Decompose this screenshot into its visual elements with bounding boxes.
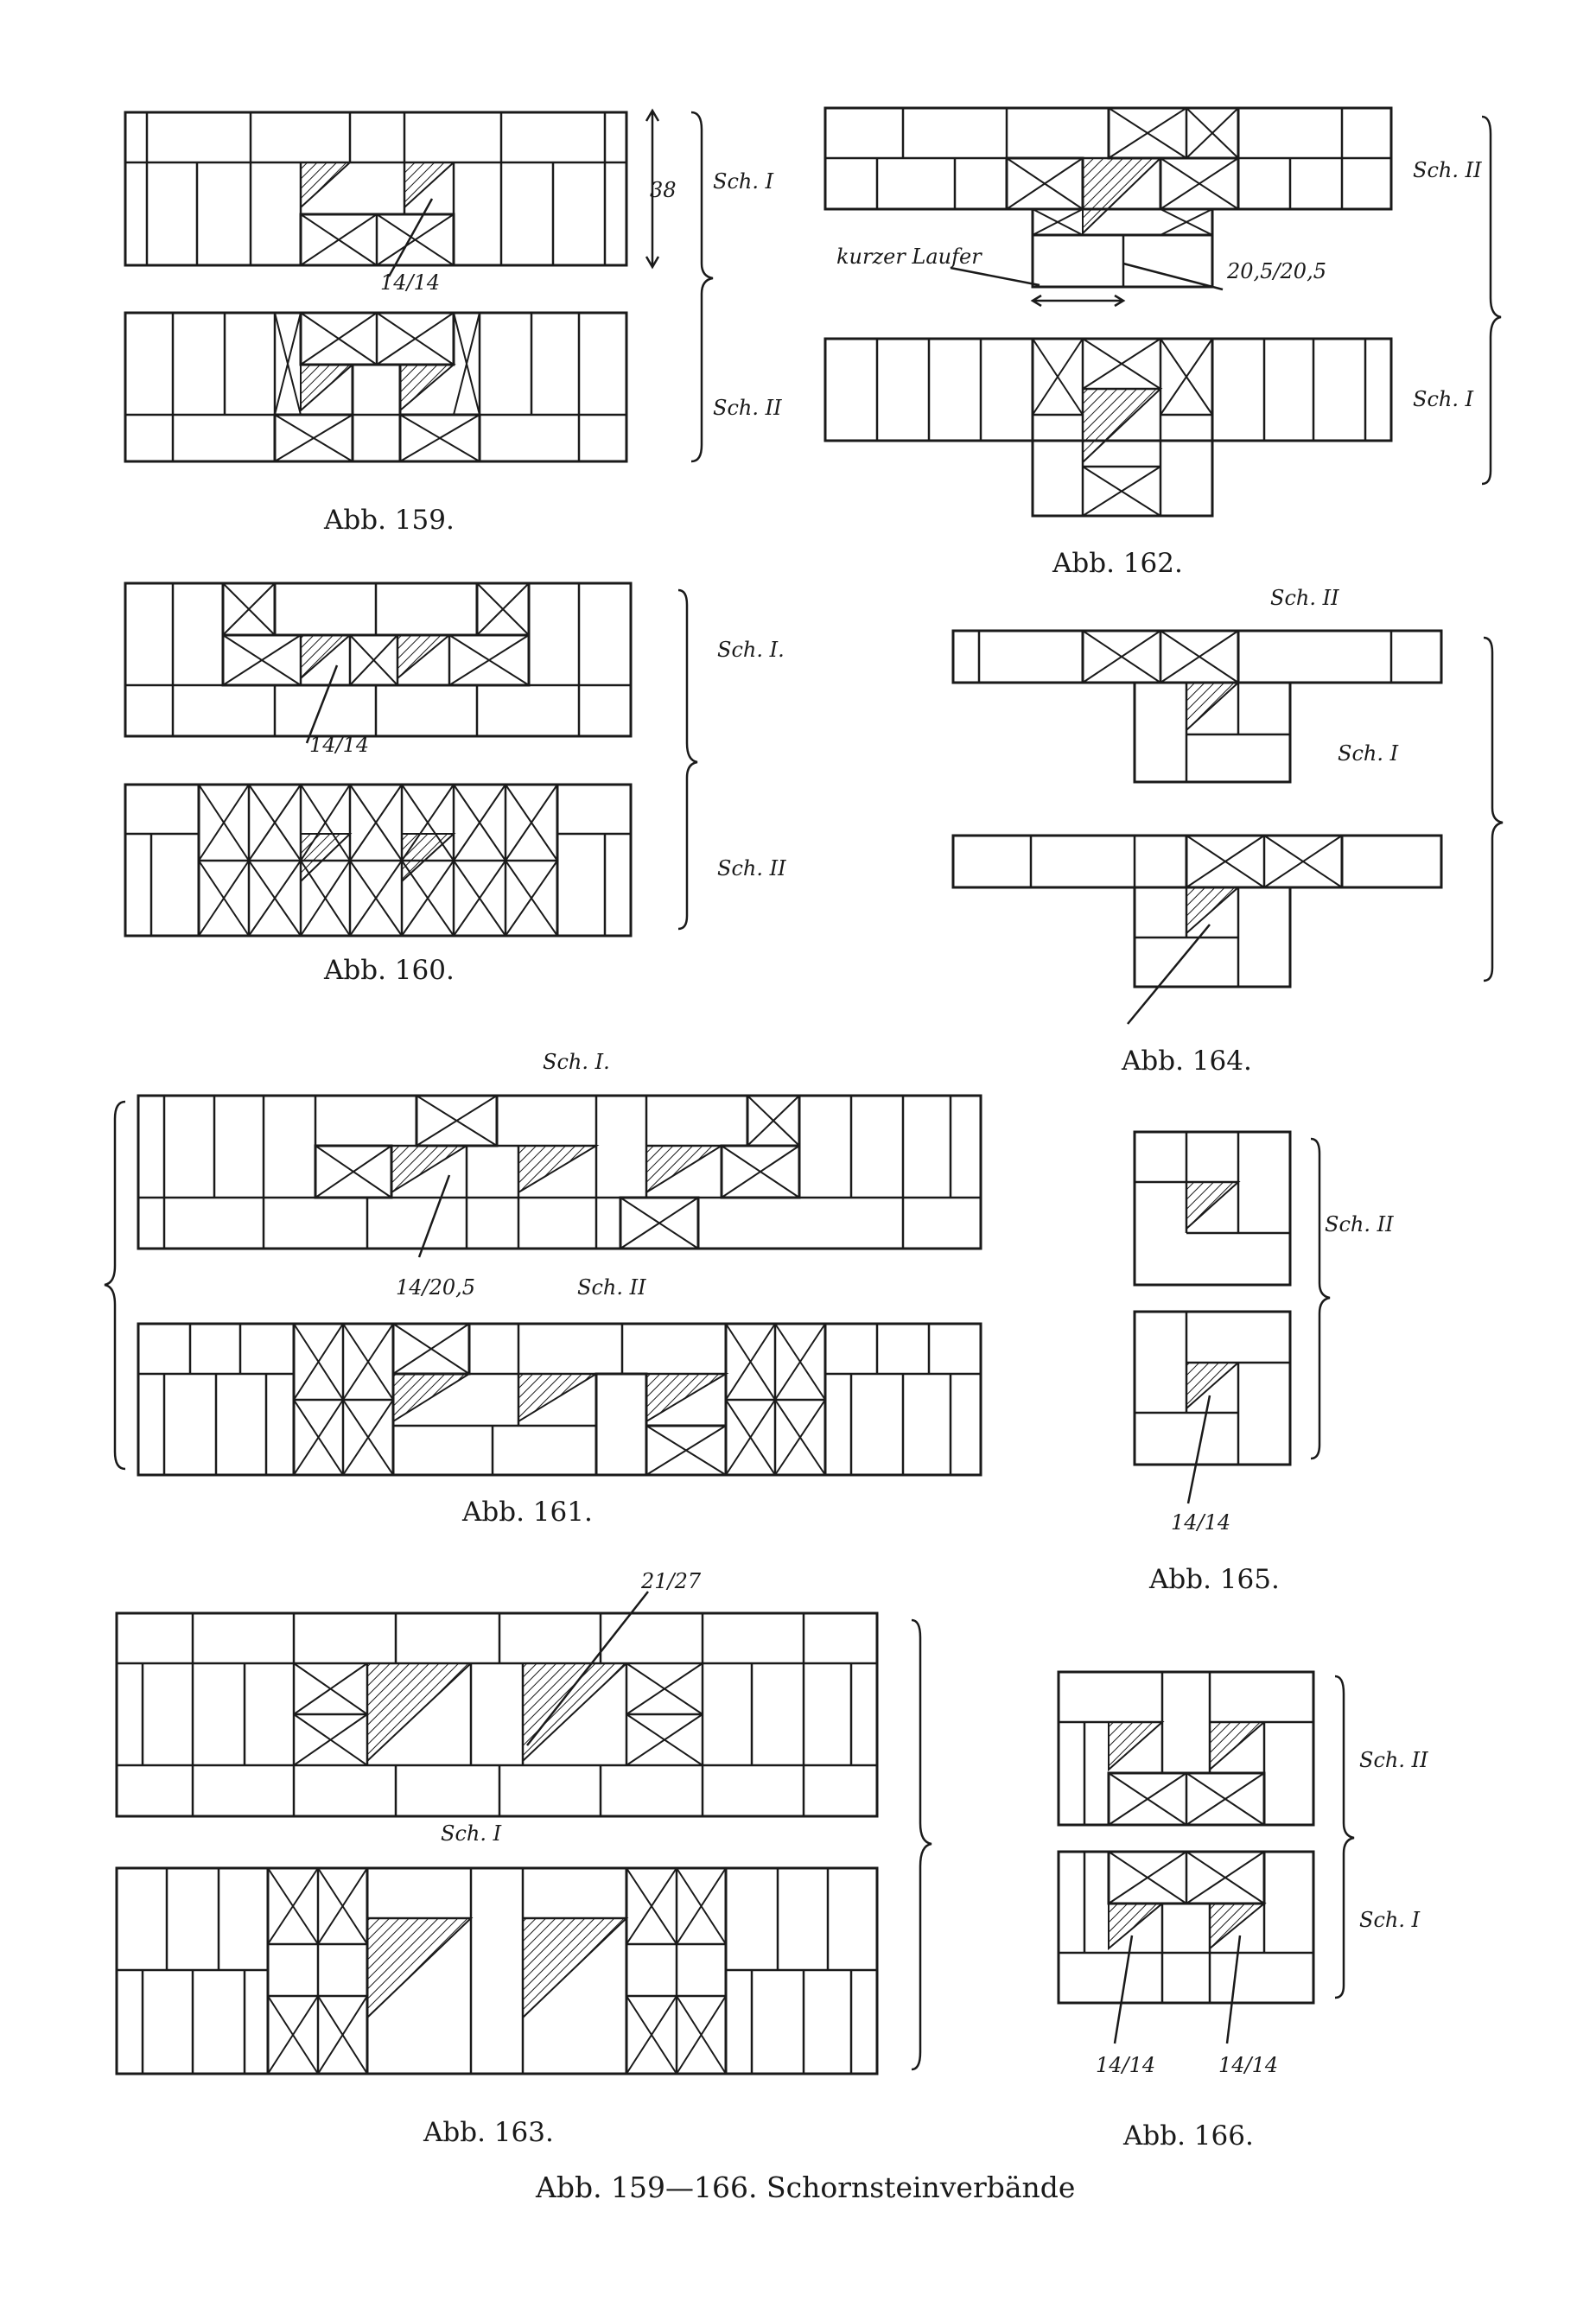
dimension-14-14-166-left: 14/14: [1096, 2053, 1155, 2077]
label-sch-1-163: Sch. I: [441, 1821, 502, 1846]
figure-165-course-2: [1133, 1310, 1292, 1504]
figure-161-course-1: [137, 1094, 982, 1258]
dimension-38: 38: [650, 178, 677, 202]
figure-162: kurzer Laufer 20,5/20,5 Sch. II S: [823, 106, 1502, 579]
dimension-20-5-162: 20,5/20,5: [1226, 259, 1326, 283]
caption-166: Abb. 166.: [1122, 2120, 1254, 2152]
figure-163-course-1: [115, 1611, 879, 1818]
label-sch-1-159: Sch. I: [713, 169, 774, 194]
figure-161: Sch. I.: [104, 1050, 982, 1528]
figure-163: 21/27: [115, 1569, 932, 2148]
label-sch-2-160: Sch. II: [717, 856, 786, 880]
label-kurzer-laufer: kurzer Laufer: [836, 245, 982, 269]
label-sch-2-161: Sch. II: [577, 1275, 646, 1300]
figure-166: Sch. II Sch. I 14/14 14/14 Abb. 166.: [1057, 1670, 1428, 2152]
label-sch-1-161: Sch. I.: [543, 1050, 610, 1074]
caption-164: Abb. 164.: [1121, 1046, 1252, 1077]
label-sch-1-162: Sch. I: [1413, 387, 1474, 411]
caption-162: Abb. 162.: [1052, 548, 1183, 579]
caption-163: Abb. 163.: [423, 2117, 554, 2148]
caption-161: Abb. 161.: [461, 1497, 593, 1528]
figure-163-course-2: [115, 1866, 879, 2075]
caption-159: Abb. 159.: [323, 505, 455, 536]
dimension-14-14-166-right: 14/14: [1218, 2053, 1278, 2077]
caption-160: Abb. 160.: [323, 955, 455, 986]
figure-164: Sch. II: [951, 586, 1504, 1077]
label-sch-2-166: Sch. II: [1359, 1748, 1428, 1772]
figure-164-course-2: [951, 834, 1443, 1025]
dimension-14-14-160: 14/14: [309, 733, 369, 757]
figure-159: 38 Sch. I Sch. II 14/14 Abb. 159.: [124, 108, 782, 536]
label-sch-1-164: Sch. I: [1338, 741, 1399, 766]
figure-162-course-1: [823, 106, 1393, 289]
figure-166-course-1: [1057, 1670, 1315, 1827]
figure-159-course-1: [124, 111, 628, 277]
plate-title: Abb. 159—166. Schornsteinverbände: [535, 2171, 1075, 2204]
dimension-14-14-159: 14/14: [380, 270, 440, 295]
figure-160-course-1: [124, 582, 633, 744]
figure-160-course-2: [124, 783, 633, 938]
label-sch-2-162: Sch. II: [1413, 158, 1482, 182]
label-sch-1-166: Sch. I: [1359, 1908, 1421, 1932]
dimension-14-14-165: 14/14: [1171, 1510, 1230, 1535]
figure-166-course-2: [1057, 1850, 1315, 2044]
figure-161-course-2: [137, 1322, 982, 1477]
label-sch-2-165: Sch. II: [1325, 1212, 1394, 1236]
dimension-14-20-161: 14/20,5: [396, 1275, 475, 1300]
caption-165: Abb. 165.: [1148, 1564, 1280, 1595]
dimension-21-27-163: 21/27: [640, 1569, 702, 1593]
label-sch-2-164: Sch. II: [1270, 586, 1339, 610]
figure-160: Sch. I. Sch. II 14/14 Abb. 160.: [124, 582, 786, 986]
label-sch-1-160: Sch. I.: [717, 638, 785, 662]
figure-165: Sch. II 14/14 Abb. 165.: [1133, 1130, 1394, 1595]
figure-165-course-1: [1133, 1130, 1292, 1287]
figure-159-course-2: [124, 311, 628, 463]
figure-162-course-2: [823, 337, 1393, 518]
figure-164-course-1: [951, 629, 1443, 784]
label-sch-2-159: Sch. II: [713, 396, 782, 420]
